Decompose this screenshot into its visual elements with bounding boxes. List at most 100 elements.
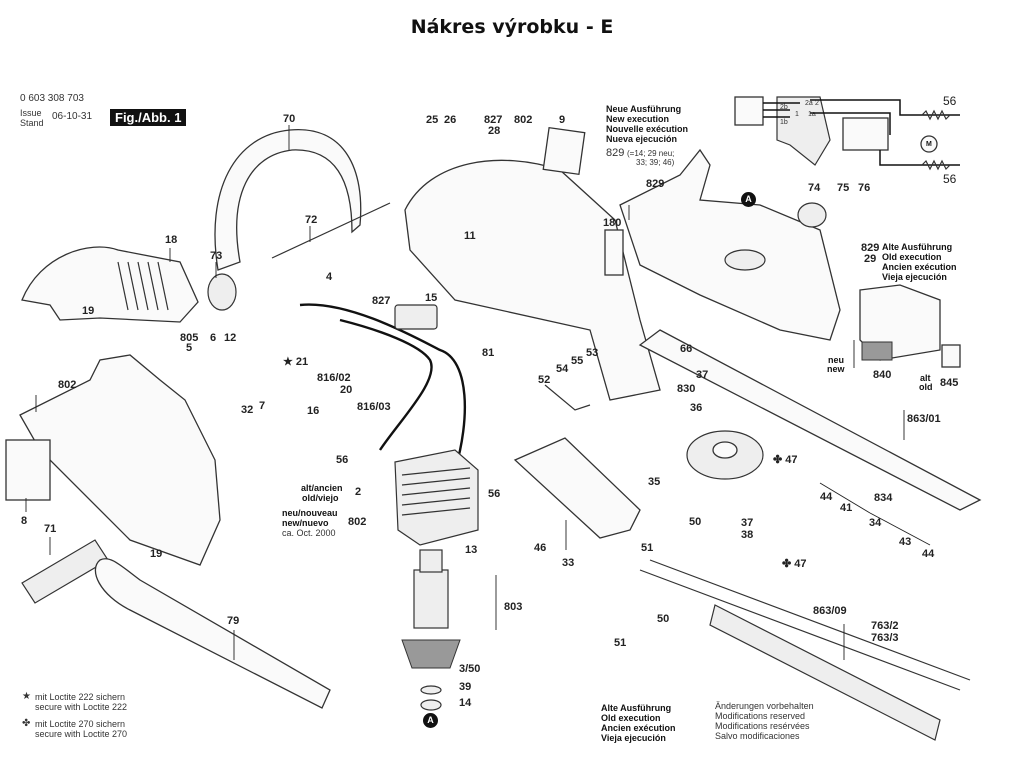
arrow-label-old: old (919, 382, 933, 392)
handle-part (214, 129, 362, 271)
modifications-de: Änderungen vorbehalten (715, 701, 814, 711)
ref-2: 2 (355, 486, 362, 498)
ref-816-03: 816/03 (357, 401, 391, 413)
stator-new-1: neu/nouveau (282, 508, 338, 518)
ref-845: 845 (940, 377, 959, 389)
old-exec-bottom-en: Old execution (601, 713, 661, 723)
ref-29-old: 29 (864, 253, 877, 265)
new-exec-de: Neue Ausführung (606, 104, 682, 114)
ref-41: 41 (840, 502, 853, 514)
modifications-en: Modifications reserved (715, 711, 806, 721)
terminal-1a: 1a (808, 111, 816, 118)
terminal-2: 2 (815, 100, 819, 107)
ref-43: 43 (899, 536, 912, 548)
terminal-2a: 2a (805, 100, 813, 107)
stator-part (394, 449, 479, 546)
ref-56-right: 56 (488, 488, 501, 500)
ref-763-2: 763/2 (871, 620, 899, 632)
old-exec-fr: Ancien exécution (882, 262, 957, 272)
crank-part (544, 384, 591, 411)
stator-new-2: new/nuevo (282, 518, 329, 528)
rod-part (271, 202, 391, 259)
ref-20: 20 (340, 384, 353, 396)
old-exec-bottom-de: Alte Ausführung (601, 703, 672, 713)
ref-47-bottom: ✤ 47 (782, 558, 807, 570)
ref-81: 81 (482, 347, 495, 359)
terminal-1: 1 (795, 111, 799, 118)
terminal-2b: 2b (780, 104, 788, 111)
plate-part (5, 439, 51, 501)
modifications-es: Salvo modificaciones (715, 731, 800, 741)
ref-12: 12 (224, 332, 237, 344)
ref-15: 15 (425, 292, 438, 304)
ref-56-schematic-top: 56 (943, 94, 957, 108)
ref-21: ★ 21 (283, 356, 309, 368)
ref-8: 8 (21, 515, 28, 527)
ref-4: 4 (326, 271, 333, 283)
arrow-label-neu: neu (828, 355, 845, 365)
ref-834: 834 (874, 492, 893, 504)
motor-symbol (920, 135, 938, 153)
switch-part (394, 304, 438, 330)
ref-72: 72 (305, 214, 318, 226)
old-exec-bottom-es: Vieja ejecución (601, 733, 666, 743)
stator-new-3: ca. Oct. 2000 (282, 528, 336, 538)
ref-37-bottom: 37 (741, 517, 754, 529)
terminal-1b: 1b (780, 119, 788, 126)
old-exec-bottom-fr: Ancien exécution (601, 723, 676, 733)
loctite-222-line1: mit Loctite 222 sichern (35, 692, 126, 702)
pad-840-part (861, 341, 893, 361)
loctite-270-line2: secure with Loctite 270 (35, 729, 128, 739)
schematic-board (842, 117, 889, 151)
page-title: Nákres výrobku - E (410, 16, 614, 38)
ref-805: 805 (180, 332, 199, 344)
new-exec-en: New execution (606, 114, 670, 124)
ref-36: 36 (690, 402, 703, 414)
ref-51-top: 51 (641, 542, 654, 554)
ref-79: 79 (227, 615, 240, 627)
ref-863-01: 863/01 (907, 413, 941, 425)
ref-35: 35 (648, 476, 661, 488)
ref-26: 26 (444, 114, 457, 126)
ref-46: 46 (534, 542, 547, 554)
modifications-fr: Modifications resérvées (715, 721, 810, 731)
main-housing-part (404, 159, 661, 401)
housing-base-part (19, 354, 221, 566)
motor-label: M (926, 141, 932, 148)
knob-74-part (797, 202, 827, 228)
armature-fan-part (401, 639, 461, 669)
old-body-part (859, 284, 941, 361)
stator-old-2: old/viejo (302, 493, 339, 503)
ref-7: 7 (259, 400, 266, 412)
new-exec-ref-detail-2: 33; 39; 46) (636, 158, 675, 167)
ref-56-schematic-bottom: 56 (943, 172, 957, 186)
ref-16: 16 (307, 405, 320, 417)
ref-66: 66 (680, 343, 693, 355)
ref-816-02: 816/02 (317, 372, 351, 384)
saw-body-part (619, 148, 841, 341)
ref-51-bottom: 51 (614, 637, 627, 649)
resistor-top (921, 109, 951, 121)
ref-180: 180 (603, 217, 622, 229)
new-exec-es: Nueva ejecución (606, 134, 678, 144)
ref-52: 52 (538, 374, 551, 386)
ref-75: 75 (837, 182, 850, 194)
ref-763-3: 763/3 (871, 632, 899, 644)
loctite-270-line1: mit Loctite 270 sichern (35, 719, 126, 729)
ref-47-top: ✤ 47 (773, 454, 798, 466)
ref-54: 54 (556, 363, 569, 375)
ref-32: 32 (241, 404, 254, 416)
ref-18: 18 (165, 234, 178, 246)
issue-label: Issue (20, 108, 42, 118)
ref-34: 34 (869, 517, 882, 529)
ref-802-base: 802 (58, 379, 77, 391)
new-exec-ref-detail-1: (=14; 29 neu; (627, 149, 675, 158)
ref-55: 55 (571, 355, 584, 367)
ref-9: 9 (559, 114, 566, 126)
stand-label: Stand (20, 118, 44, 128)
issue-date: 06-10-31 (52, 111, 93, 122)
ref-74: 74 (808, 182, 821, 194)
ref-56-left: 56 (336, 454, 349, 466)
loctite-222-line2: secure with Loctite 222 (35, 702, 128, 712)
ref-73: 73 (210, 250, 223, 262)
